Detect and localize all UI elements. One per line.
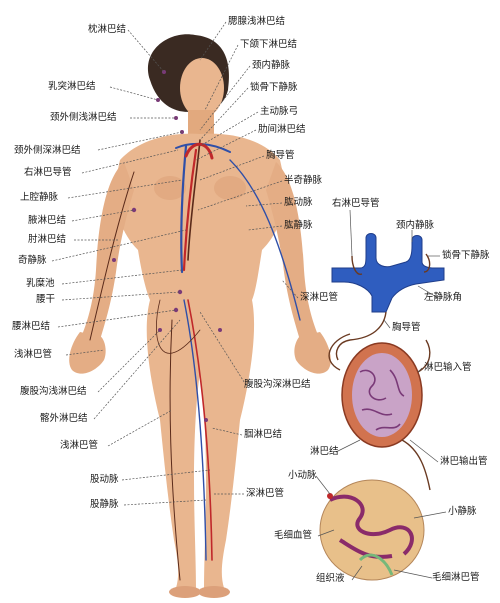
right-arm <box>82 162 134 340</box>
lymph-node-inset <box>329 334 430 490</box>
label-deep-inguinal-nodes: 腹股沟深淋巴结 <box>244 379 311 391</box>
label-femoral-artery: 股动脉 <box>90 474 119 486</box>
left-arm <box>266 162 318 340</box>
label-inset-afferent-vessel: 淋巴输入管 <box>424 362 472 374</box>
label-inset-lymph-node: 淋巴结 <box>310 446 339 458</box>
label-inset-right-lymphatic-duct: 右淋巴导管 <box>332 198 380 210</box>
label-aortic-arch: 主动脉弓 <box>260 106 298 118</box>
label-inset-internal-jugular-vein: 颈内静脉 <box>396 220 434 232</box>
label-femoral-vein: 股静脉 <box>90 499 119 511</box>
label-superficial-lymph-vessels-leg: 浅淋巴管 <box>60 440 98 452</box>
right-hand <box>69 332 105 374</box>
label-popliteal-nodes: 腘淋巴结 <box>244 429 282 441</box>
label-cisterna-chyli: 乳糜池 <box>26 278 55 290</box>
label-parotid-superficial-nodes: 腮腺浅淋巴结 <box>228 16 285 28</box>
label-inset-tissue-fluid: 组织液 <box>316 573 345 585</box>
label-right-lymphatic-duct: 右淋巴导管 <box>24 167 72 179</box>
label-inset-thoracic-duct: 胸导管 <box>392 322 421 334</box>
lymph-node <box>204 418 208 422</box>
label-deep-lymph-vessels-arm: 深淋巴管 <box>300 292 338 304</box>
label-thoracic-duct: 胸导管 <box>266 150 295 162</box>
label-superficial-inguinal-nodes: 腹股沟浅淋巴结 <box>20 386 87 398</box>
label-axillary-lymph-nodes: 腋淋巴结 <box>28 215 66 227</box>
label-inset-subclavian-vein: 锁骨下静脉 <box>442 250 490 262</box>
label-superficial-lateral-cervical-nodes: 颈外侧浅淋巴结 <box>50 112 117 124</box>
label-deep-lateral-cervical-nodes: 颈外侧深淋巴结 <box>14 145 81 157</box>
efferent-vessel <box>402 440 430 490</box>
label-superior-vena-cava: 上腔静脉 <box>20 192 58 204</box>
label-external-iliac-nodes: 髂外淋巴结 <box>40 413 88 425</box>
label-inset-left-venous-angle: 左静脉角 <box>424 292 462 304</box>
face <box>180 58 224 118</box>
label-submandibular-nodes: 下颌下淋巴结 <box>240 39 297 51</box>
lymph-node <box>218 328 222 332</box>
left-foot <box>198 586 230 598</box>
label-internal-jugular-vein: 颈内静脉 <box>252 60 290 72</box>
legs <box>147 300 254 590</box>
left-hand <box>294 332 330 374</box>
label-lumbar-lymph-nodes: 腰淋巴结 <box>12 321 50 333</box>
label-occipital-lymph-nodes: 枕淋巴结 <box>88 24 126 36</box>
lymph-node <box>112 258 116 262</box>
label-hemiazygos-vein: 半奇静脉 <box>284 175 322 187</box>
label-intercostal-nodes: 肋间淋巴结 <box>258 124 306 136</box>
label-inset-efferent-vessel: 淋巴输出管 <box>440 456 488 468</box>
label-mastoid-lymph-nodes: 乳突淋巴结 <box>48 81 96 93</box>
label-cubital-lymph-nodes: 肘淋巴结 <box>28 234 66 246</box>
label-deep-lymph-vessels-leg: 深淋巴管 <box>246 488 284 500</box>
breast-shading <box>154 176 186 200</box>
label-lumbar-trunk: 腰干 <box>36 294 55 306</box>
breast-shading <box>214 176 246 200</box>
afferent-vessel <box>329 334 350 370</box>
label-subclavian-vein: 锁骨下静脉 <box>250 82 298 94</box>
capillary-inset <box>320 480 424 580</box>
right-foot <box>169 586 201 598</box>
label-inset-arteriole: 小动脉 <box>288 470 317 482</box>
label-brachial-artery: 肱动脉 <box>284 197 313 209</box>
label-inset-lymph-capillary: 毛细淋巴管 <box>432 572 480 584</box>
label-azygos-vein: 奇静脉 <box>18 255 47 267</box>
label-brachial-vein: 肱静脉 <box>284 220 313 232</box>
label-superficial-lymph-vessels-arm: 浅淋巴管 <box>14 349 52 361</box>
label-inset-venule: 小静脉 <box>448 506 477 518</box>
label-inset-blood-capillary: 毛细血管 <box>274 530 312 542</box>
